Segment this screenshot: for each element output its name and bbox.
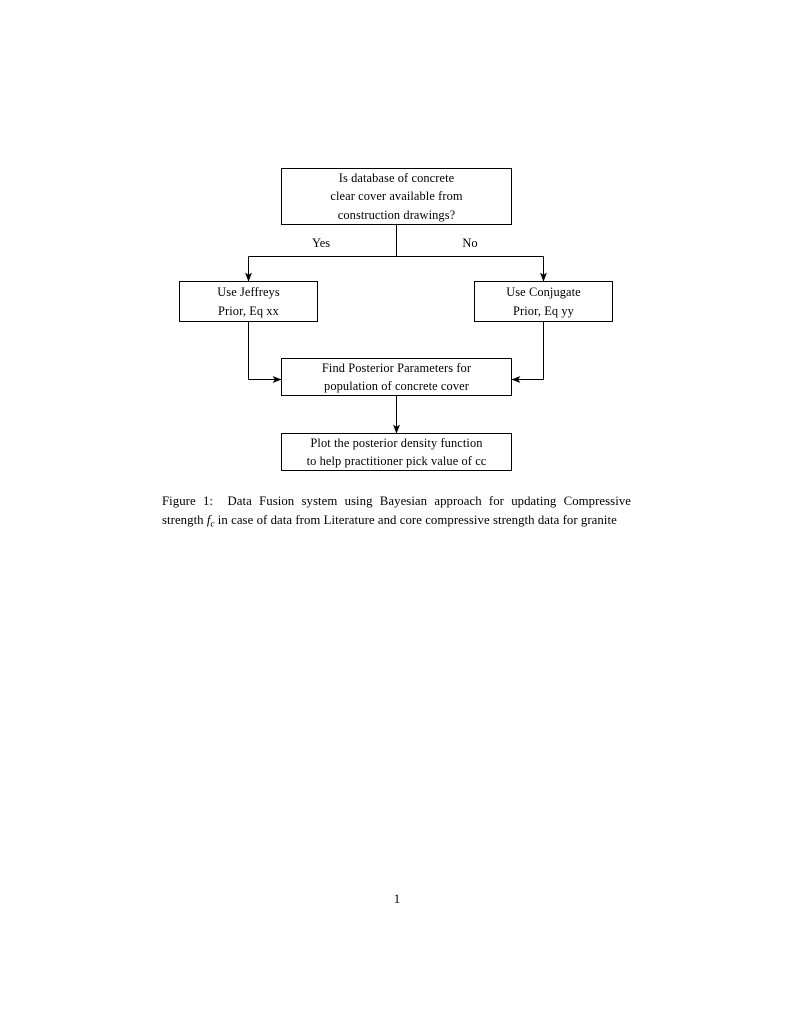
conjugate-prior-node: Use Conjugate Prior, Eq yy (474, 281, 613, 322)
figure-caption: Figure 1: Data Fusion system using Bayes… (162, 492, 631, 533)
figure-caption-label: Figure 1: (162, 494, 214, 508)
find-posterior-node-line-1: Find Posterior Parameters for (321, 360, 472, 375)
decision-node-line-3: construction drawings? (337, 207, 456, 222)
jeffreys-prior-node-line-1: Use Jeffreys (217, 285, 280, 300)
decision-node-line-1: Is database of concrete (338, 170, 455, 185)
figure-caption-text-1: Data Fusion system using Bayesian approa… (162, 494, 631, 527)
flowchart-connectors (245, 225, 547, 434)
plot-posterior-node: Plot the posterior density function to h… (281, 433, 512, 471)
find-posterior-node: Find Posterior Parameters for population… (281, 358, 512, 396)
find-posterior-node-line-2: population of concrete cover (324, 379, 469, 393)
conjugate-prior-node-line-2: Prior, Eq yy (513, 303, 574, 318)
figure-caption-symbol: f (206, 512, 211, 527)
plot-posterior-node-line-1: Plot the posterior density function (310, 435, 483, 450)
figure-caption-gap (213, 494, 227, 508)
plot-posterior-node-line-2: to help practitioner pick value of cc (306, 454, 487, 468)
decision-node-line-2: clear cover available from (330, 189, 463, 204)
conjugate-prior-node-line-1: Use Conjugate (506, 285, 581, 300)
figure-flowchart: Is database of concrete clear cover avai… (0, 0, 794, 500)
figure-caption-symbol-subscript: c (210, 518, 215, 529)
figure-caption-text-2: in case of data from Literature and core… (217, 512, 617, 527)
edge-label-no: No (462, 236, 478, 250)
page-number: 1 (393, 892, 401, 906)
jeffreys-prior-node-line-2: Prior, Eq xx (218, 303, 279, 318)
jeffreys-prior-node: Use Jeffreys Prior, Eq xx (179, 281, 318, 322)
edge-label-yes: Yes (311, 236, 331, 250)
decision-node: Is database of concrete clear cover avai… (281, 168, 512, 225)
